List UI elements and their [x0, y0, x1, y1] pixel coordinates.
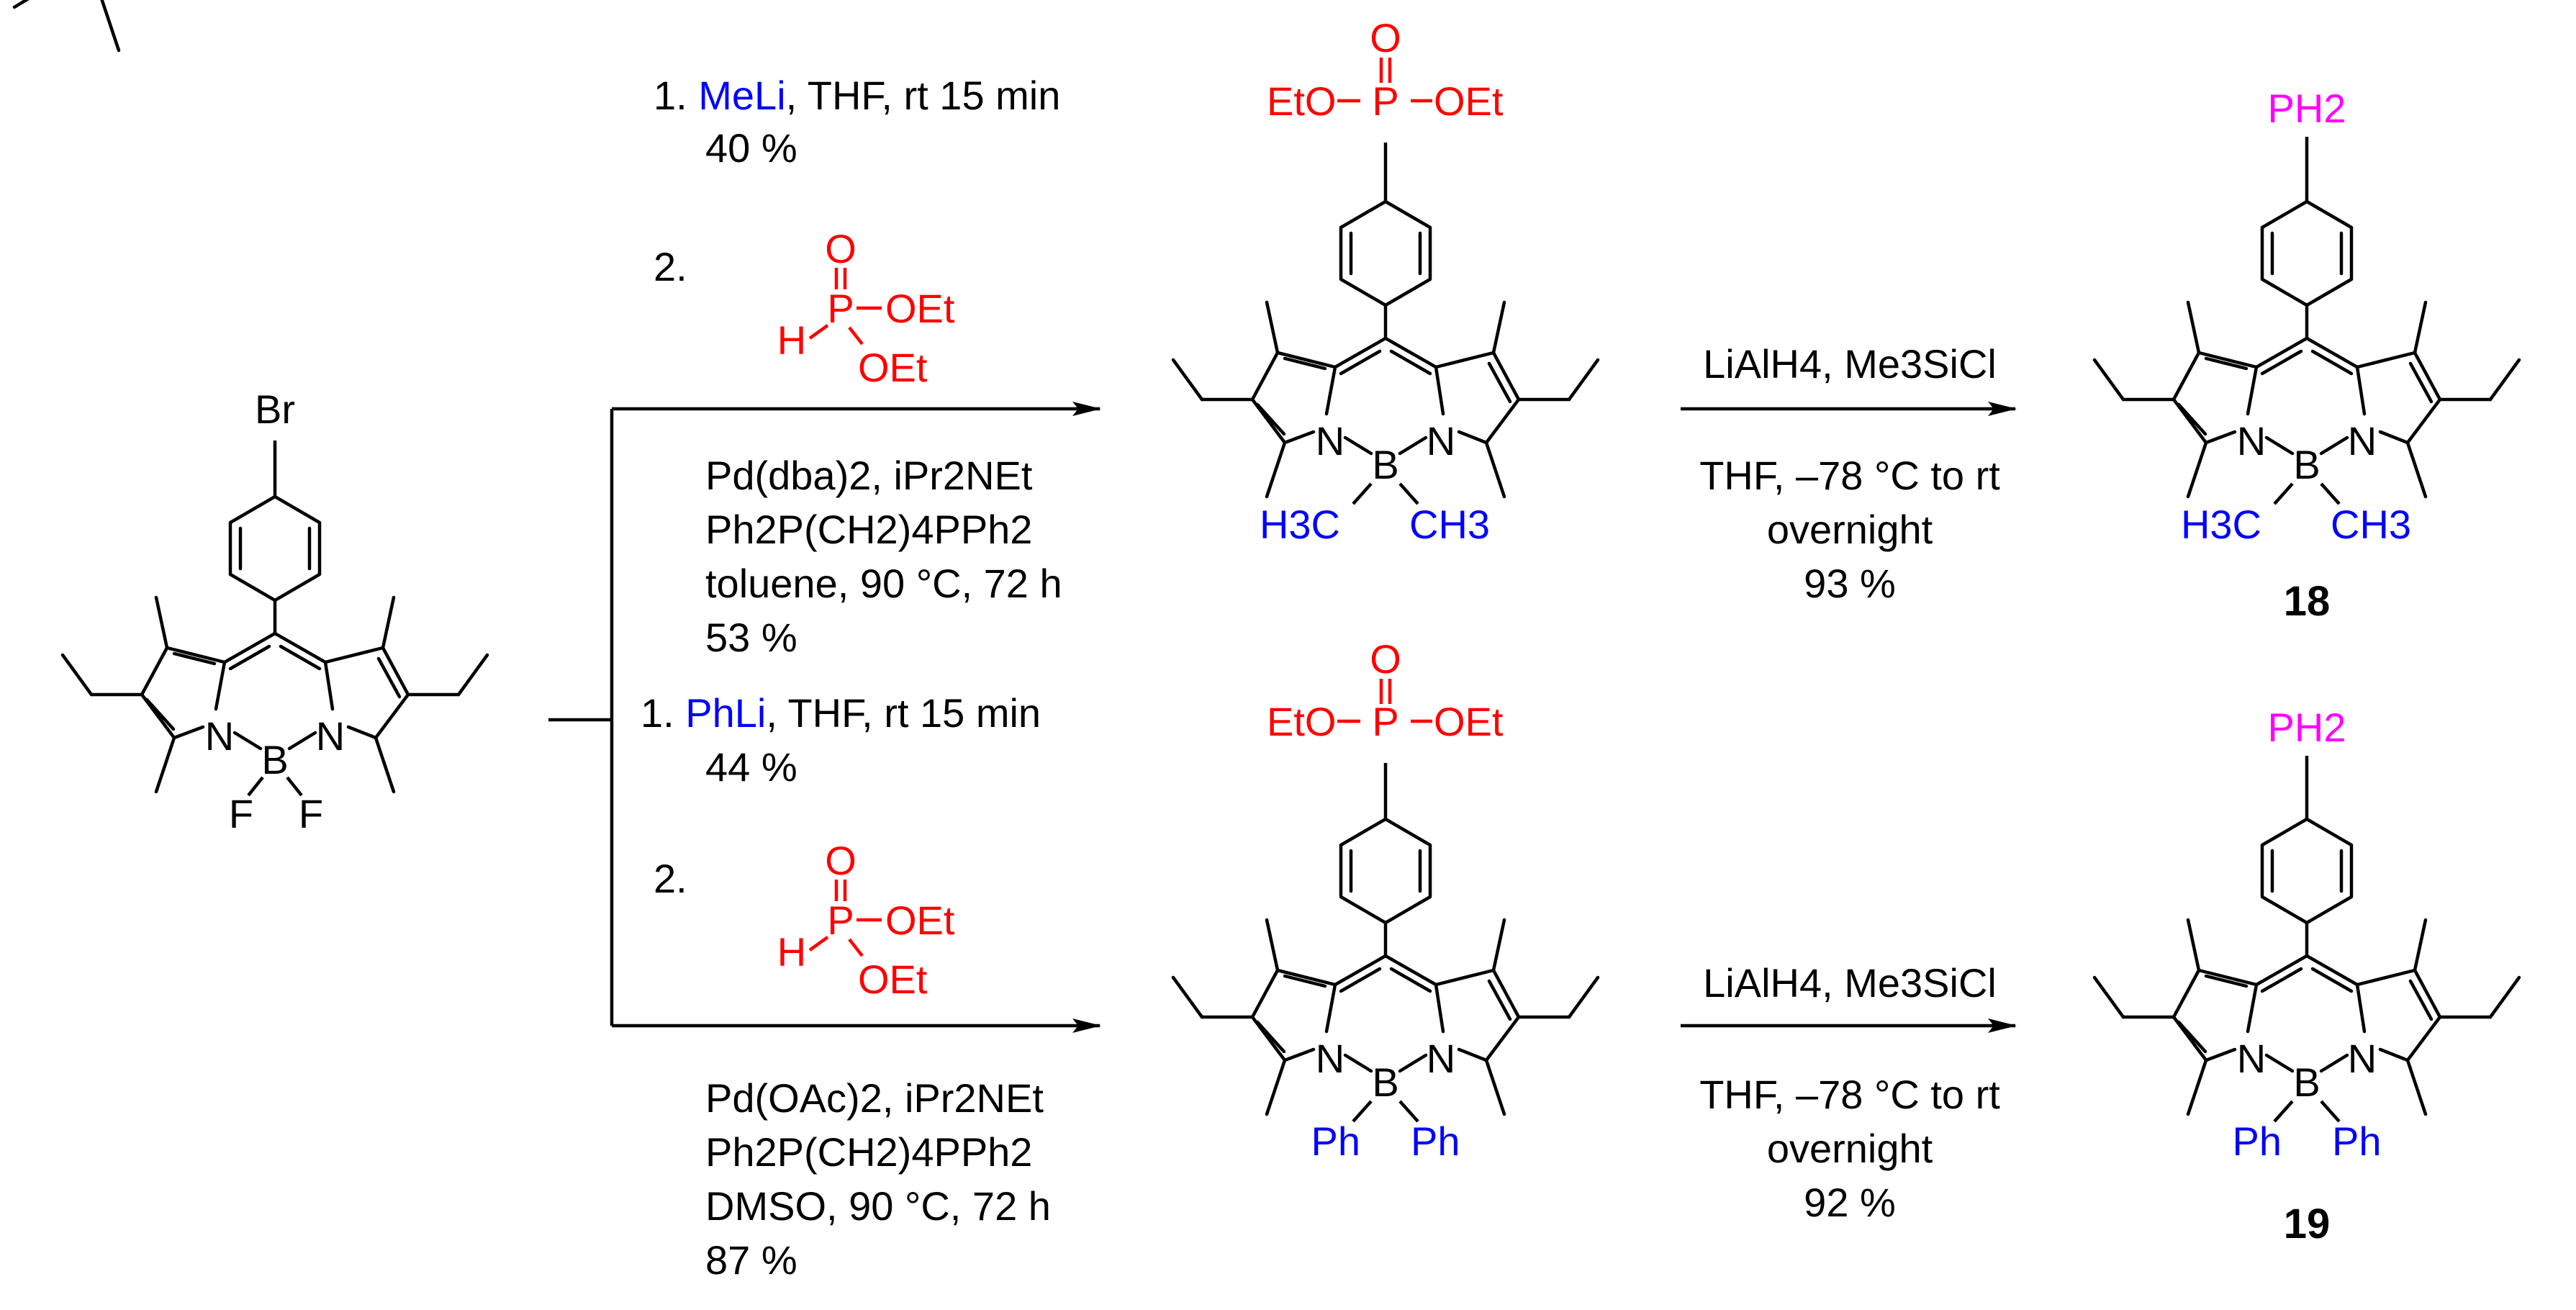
svg-text:Ph2P(CH2)4PPh2: Ph2P(CH2)4PPh2: [705, 1129, 1032, 1175]
svg-text:EtO: EtO: [1267, 699, 1336, 744]
top-phosphonate-intermediate: O P EtO OEt N N B H3C CH3: [1173, 15, 1598, 547]
svg-text:P: P: [827, 898, 854, 943]
svg-text:N: N: [2348, 418, 2377, 464]
compound-number-18: 18: [2284, 578, 2331, 625]
svg-text:DMSO, 90 °C, 72 h: DMSO, 90 °C, 72 h: [705, 1183, 1051, 1229]
fluorine-left: F: [229, 791, 253, 836]
diethyl-phosphite-bottom: O P OEt H OEt: [777, 838, 955, 1002]
svg-text:OEt: OEt: [858, 957, 928, 1002]
svg-text:CH3: CH3: [2331, 502, 2411, 547]
svg-text:OEt: OEt: [1434, 699, 1504, 744]
phosphine-group: PH2: [2268, 86, 2346, 131]
svg-text:P: P: [1372, 699, 1398, 744]
svg-text:2.: 2.: [654, 244, 687, 289]
boron-atom: B: [261, 737, 288, 782]
svg-text:H: H: [777, 317, 806, 363]
svg-text:H3C: H3C: [2181, 502, 2261, 547]
svg-text:1. MeLi, THF, rt 15 min: 1. MeLi, THF, rt 15 min: [654, 73, 1060, 118]
svg-text:H3C: H3C: [1260, 502, 1340, 547]
svg-text:92 %: 92 %: [1804, 1180, 1896, 1225]
svg-text:53 %: 53 %: [705, 615, 797, 660]
svg-text:2.: 2.: [654, 856, 687, 901]
svg-text:O: O: [825, 838, 857, 883]
svg-text:N: N: [2237, 1036, 2266, 1081]
bottom-conditions: 1. PhLi, THF, rt 15 min 44 % 2. O P OEt …: [641, 690, 1051, 1283]
svg-text:THF, –78 °C to rt: THF, –78 °C to rt: [1699, 453, 2000, 498]
bromine-atom: Br: [255, 387, 295, 432]
svg-text:P: P: [1372, 78, 1398, 124]
svg-text:OEt: OEt: [858, 345, 928, 390]
svg-text:LiAlH4, Me3SiCl: LiAlH4, Me3SiCl: [1703, 341, 1997, 387]
svg-text:N: N: [1427, 1036, 1455, 1081]
svg-text:B: B: [1372, 1060, 1398, 1105]
svg-text:overnight: overnight: [1767, 1126, 1933, 1171]
svg-text:CH3: CH3: [1409, 502, 1490, 547]
starting-material: Br N N B F F: [63, 387, 487, 836]
svg-text:P: P: [827, 286, 854, 331]
bodipy-core: [12, 0, 121, 53]
svg-text:H: H: [777, 929, 806, 975]
svg-text:THF, –78 °C to rt: THF, –78 °C to rt: [1699, 1072, 2000, 1117]
svg-text:Ph: Ph: [1411, 1119, 1460, 1164]
svg-text:B: B: [2293, 1060, 2320, 1105]
svg-text:EtO: EtO: [1267, 78, 1336, 124]
svg-text:Ph: Ph: [2332, 1119, 2382, 1164]
svg-text:1. PhLi, THF, rt 15 min: 1. PhLi, THF, rt 15 min: [641, 690, 1041, 736]
bottom-phosphonate-intermediate: O P EtO OEt N N B Ph Ph: [1173, 636, 1598, 1164]
fluorine-right: F: [299, 791, 323, 836]
svg-text:93 %: 93 %: [1804, 561, 1896, 606]
branch-bracket: [548, 402, 1101, 1033]
svg-text:N: N: [1427, 418, 1455, 464]
svg-text:44 %: 44 %: [705, 744, 797, 790]
svg-text:Pd(OAc)2, iPr2NEt: Pd(OAc)2, iPr2NEt: [705, 1075, 1044, 1121]
svg-text:LiAlH4, Me3SiCl: LiAlH4, Me3SiCl: [1703, 960, 1997, 1006]
svg-text:O: O: [1370, 15, 1401, 60]
svg-text:N: N: [1316, 1036, 1345, 1081]
svg-text:B: B: [1372, 442, 1398, 487]
svg-text:N: N: [2348, 1036, 2377, 1081]
bottom-reduction: LiAlH4, Me3SiCl THF, –78 °C to rt overni…: [1681, 960, 2017, 1225]
svg-text:N: N: [1316, 418, 1345, 464]
svg-text:OEt: OEt: [885, 286, 955, 331]
product-19: PH2 N N B Ph Ph 19: [2094, 705, 2519, 1247]
svg-text:toluene, 90 °C, 72 h: toluene, 90 °C, 72 h: [705, 561, 1062, 606]
compound-number-19: 19: [2284, 1201, 2331, 1247]
nitrogen-left: N: [205, 713, 234, 759]
svg-text:O: O: [1370, 636, 1401, 682]
svg-text:Pd(dba)2, iPr2NEt: Pd(dba)2, iPr2NEt: [705, 453, 1033, 498]
svg-text:overnight: overnight: [1767, 507, 1933, 552]
svg-text:N: N: [2237, 418, 2266, 464]
svg-text:B: B: [2293, 442, 2320, 487]
top-conditions: 1. MeLi, THF, rt 15 min 40 % 2. O P OEt …: [654, 73, 1062, 660]
svg-text:87 %: 87 %: [705, 1237, 797, 1283]
svg-text:OEt: OEt: [885, 898, 955, 943]
svg-text:OEt: OEt: [1434, 78, 1504, 124]
phosphine-group: PH2: [2268, 705, 2346, 750]
svg-text:O: O: [825, 226, 857, 271]
nitrogen-right: N: [316, 713, 345, 759]
svg-text:40 %: 40 %: [705, 125, 797, 171]
svg-text:Ph2P(CH2)4PPh2: Ph2P(CH2)4PPh2: [705, 507, 1032, 552]
product-18: PH2 N N B H3C CH3 18: [2094, 86, 2519, 625]
svg-text:Ph: Ph: [1311, 1119, 1361, 1164]
svg-text:Ph: Ph: [2233, 1119, 2282, 1164]
top-reduction: LiAlH4, Me3SiCl THF, –78 °C to rt overni…: [1681, 341, 2017, 606]
diethyl-phosphite-top: O P OEt H OEt: [777, 226, 955, 390]
